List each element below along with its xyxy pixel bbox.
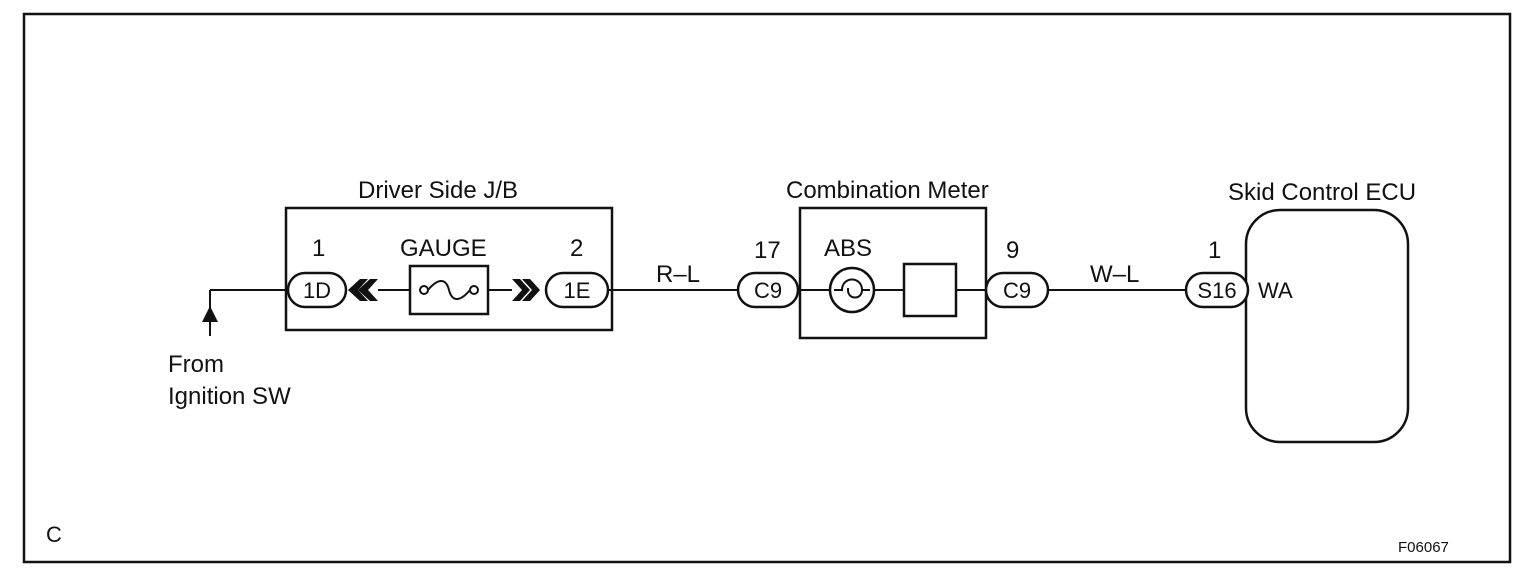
combination-meter: Combination Meter 17 C9 ABS 9 C9: [736, 177, 1050, 340]
corner-label: C: [46, 522, 62, 547]
ecu-title: Skid Control ECU: [1228, 179, 1416, 206]
connector-s16-label: S16: [1197, 278, 1236, 303]
connector-1d: [286, 271, 348, 309]
up-arrow-icon: [202, 306, 218, 322]
source-label-line2: Ignition SW: [168, 383, 291, 410]
connector-s16-pin: 1: [1208, 237, 1221, 264]
wire-w-l-label: W–L: [1090, 261, 1139, 288]
ecu-outline: [1244, 208, 1410, 444]
ignition-source: From Ignition SW: [168, 289, 291, 410]
combination-meter-title: Combination Meter: [786, 177, 989, 204]
skid-control-ecu: Skid Control ECU 1 S16 WA: [1184, 179, 1416, 444]
chevron-right-icon: [522, 279, 540, 301]
meter-module-box: [902, 262, 958, 318]
chevron-right-icon: [512, 279, 530, 301]
connector-1d-pin: 1: [312, 235, 325, 262]
connector-1e-pin: 2: [570, 235, 583, 262]
diagram-frame: [22, 12, 1512, 564]
fuse-label: GAUGE: [400, 235, 487, 262]
combination-meter-outline: [798, 206, 988, 340]
chevron-left-icon: [358, 279, 378, 301]
fuse-icon: [419, 280, 479, 300]
connector-1d-label: 1D: [303, 278, 331, 303]
connector-c9-right-pin: 9: [1006, 237, 1019, 264]
ecu-terminal-label: WA: [1258, 278, 1293, 303]
abs-lamp-label: ABS: [824, 235, 872, 262]
figure-id: F06067: [1398, 539, 1449, 556]
connector-c9-left-pin: 17: [754, 237, 781, 264]
connector-1e-label: 1E: [564, 278, 591, 303]
connector-c9-left-label: C9: [754, 278, 782, 303]
junction-box-title: Driver Side J/B: [358, 177, 518, 204]
lamp-icon: [828, 266, 876, 314]
wire-r-l-label: R–L: [656, 261, 700, 288]
source-label-line1: From: [168, 351, 224, 378]
connector-c9-right-label: C9: [1003, 278, 1031, 303]
connector-s16: [1184, 271, 1250, 309]
junction-box: Driver Side J/B 1 1D GAUGE 2 1E: [284, 177, 614, 332]
